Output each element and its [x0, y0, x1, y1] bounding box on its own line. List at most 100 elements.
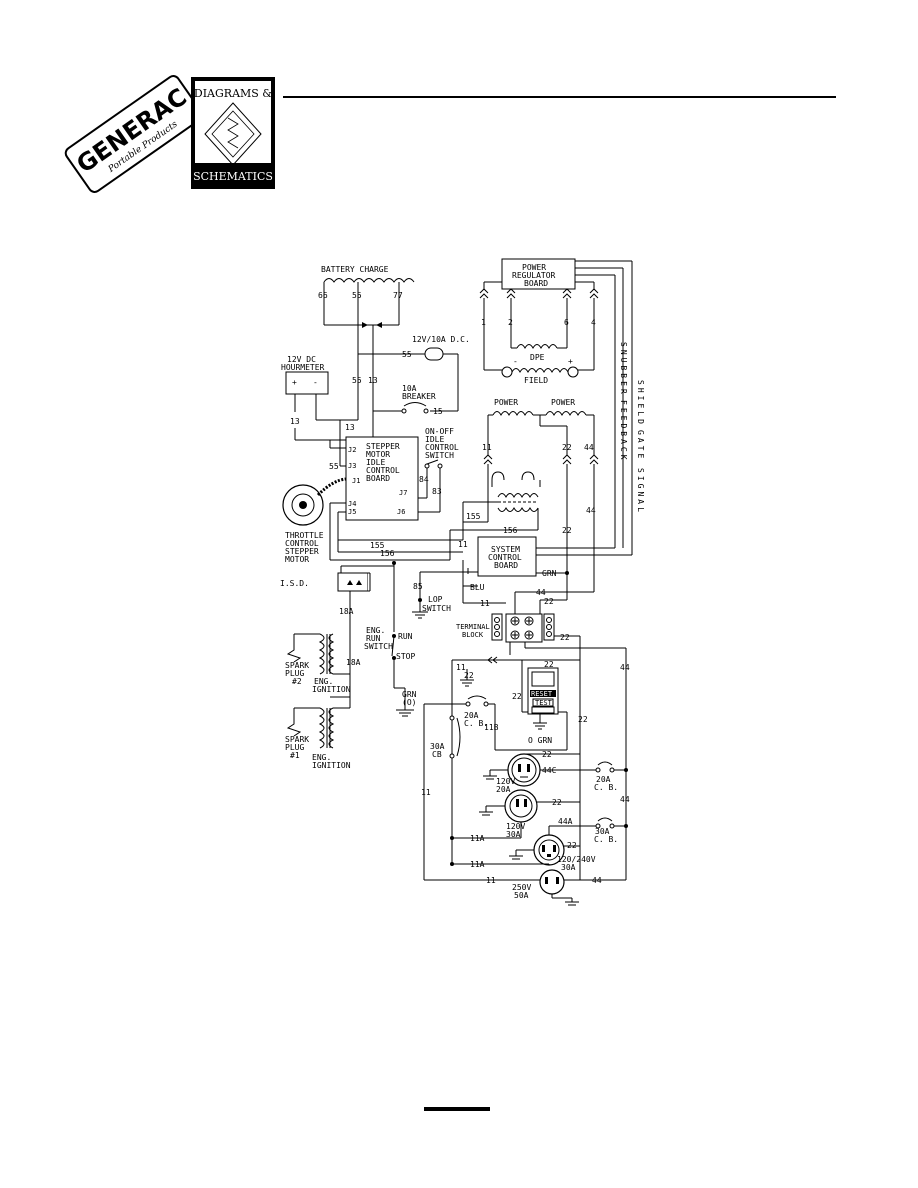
onoff-label-3: CONTROL [425, 443, 459, 452]
field-label: FIELD [524, 376, 548, 385]
wire-15-label: 15 [433, 407, 443, 416]
wire-44c-label: 44 [536, 588, 546, 597]
signal-label: SIGNAL [636, 468, 645, 515]
field-minus: - [513, 357, 518, 366]
onoff-label-1: ON-OFF [425, 427, 454, 436]
wire-22i-label: 22 [552, 798, 562, 807]
cb20b-label-2: C. B. [594, 783, 618, 792]
wire-83-label: 83 [432, 487, 442, 496]
stepper-label-1: STEPPER [366, 442, 400, 451]
wire-156b-label: 156 [380, 549, 395, 558]
wire-11f-label: 11 [486, 876, 496, 885]
power-left-label: POWER [494, 398, 518, 407]
blu-wire-label: BLU [470, 583, 485, 592]
pin-4-label: 4 [591, 318, 596, 327]
r120-30-label-1: 120V [506, 822, 525, 831]
ign2-label-1: ENG. [314, 677, 333, 686]
isd-box [337, 572, 369, 592]
wire-22b-label: 22 [562, 526, 572, 535]
wire-11d-label: 11 [456, 663, 466, 672]
wire-22c-label: 22 [544, 597, 554, 606]
r240-label-2: 30A [561, 863, 576, 872]
onoff-label-2: IDLE [425, 435, 444, 444]
wire-11e-label: 11 [421, 788, 431, 797]
hourmeter-label-1: 12V DC [287, 355, 316, 364]
j1-label: J1 [352, 477, 360, 485]
feedback-label: FEEDBACK [619, 400, 628, 463]
wire-55-label: 55 [352, 291, 362, 300]
lop-label-1: LOP [428, 595, 443, 604]
throttle-label-1: THROTTLE [285, 531, 324, 540]
engrun-label-2: RUN [366, 634, 381, 643]
cb20a-label-1: 20A [464, 711, 479, 720]
system-control-board [477, 536, 537, 577]
pin-2-label: 2 [508, 318, 513, 327]
wire-44e-label: 44 [620, 795, 630, 804]
grn-wire-label: GRN [542, 569, 557, 578]
shield-label: SHIELD [636, 380, 645, 427]
throttle-label-2: CONTROL [285, 539, 319, 548]
battery-charge-label: BATTERY CHARGE [321, 265, 389, 274]
grn-o-label-2: (O) [402, 698, 416, 707]
j4-label: J4 [348, 500, 356, 508]
wire-44d-label: 44 [620, 663, 630, 672]
terminal-label-1: TERMINAL [456, 623, 490, 631]
r120-20-label-1: 120V [496, 777, 515, 786]
prb-label-2: REGULATOR [512, 271, 556, 280]
engrun-label-3: SWITCH [364, 642, 393, 651]
scb-label-3: BOARD [494, 561, 518, 570]
wire-44f-label: 44 [592, 876, 602, 885]
hourmeter-plus: + [292, 378, 297, 387]
wire-44aa-label: 44A [558, 817, 573, 826]
throttle-label-3: STEPPER [285, 547, 319, 556]
dc-outlet-label: 12V/10A D.C. [412, 335, 470, 344]
throttle-label-4: MOTOR [285, 555, 309, 564]
wire-22e-label: 22 [544, 660, 554, 669]
plug1-label-3: #1 [290, 751, 300, 760]
wire-13a-label: 13 [368, 376, 378, 385]
gfci-test-button: TEST [535, 699, 553, 707]
wire-11c-label: 11 [480, 599, 490, 608]
terminal-block [491, 613, 555, 643]
pin-1-label: 1 [481, 318, 486, 327]
wire-11bb-label: 11B [484, 723, 499, 732]
j2-label: J2 [348, 446, 356, 454]
wire-84-label: 84 [419, 475, 429, 484]
wire-55-j3: 55 [329, 462, 339, 471]
wire-13c-label: 13 [345, 423, 355, 432]
wire-156a-label: 156 [503, 526, 518, 535]
stepper-label-3: IDLE [366, 458, 385, 467]
engrun-label-1: ENG. [366, 626, 385, 635]
badge-top-text: DIAGRAMS & [194, 87, 272, 100]
wire-22d-label: 22 [560, 633, 570, 642]
wire-11b-label: 11 [458, 540, 468, 549]
wire-55b-label: 55 [402, 350, 412, 359]
badge-bottom-text: SCHEMATICS [193, 170, 273, 183]
j5-label: J5 [348, 508, 356, 516]
field-plus: + [568, 357, 573, 366]
gfci-reset-button: RESET [531, 690, 553, 698]
j6-label: J6 [397, 508, 405, 516]
stop-label: STOP [396, 652, 415, 661]
stepper-control-board [345, 436, 419, 521]
wire-155b-label: 155 [370, 541, 385, 550]
ign1-label-2: IGNITION [312, 761, 351, 770]
breaker-label-1: 10A [402, 384, 417, 393]
generac-logo: GENERAC Portable Products [64, 75, 204, 193]
cb20b-label-1: 20A [596, 775, 611, 784]
wire-22h-label: 22 [578, 715, 588, 724]
plug1-label-1: SPARK [285, 735, 309, 744]
lop-label-2: SWITCH [422, 604, 451, 613]
r250-label-2: 50A [514, 891, 529, 900]
wire-18a-1-label: 18A [339, 607, 354, 616]
ogrn-label: O GRN [528, 736, 552, 745]
r250-label-1: 250V [512, 883, 531, 892]
hourmeter-minus: - [313, 378, 318, 387]
scb-label-1: SYSTEM [491, 545, 520, 554]
wire-22f-label: 22 [464, 671, 474, 680]
run-label: RUN [398, 632, 413, 641]
cb30-label-2: CB [432, 750, 442, 759]
j7-label: J7 [399, 489, 407, 497]
wire-18a-2-label: 18A [346, 658, 361, 667]
wire-11aa2-label: 11A [470, 860, 485, 869]
